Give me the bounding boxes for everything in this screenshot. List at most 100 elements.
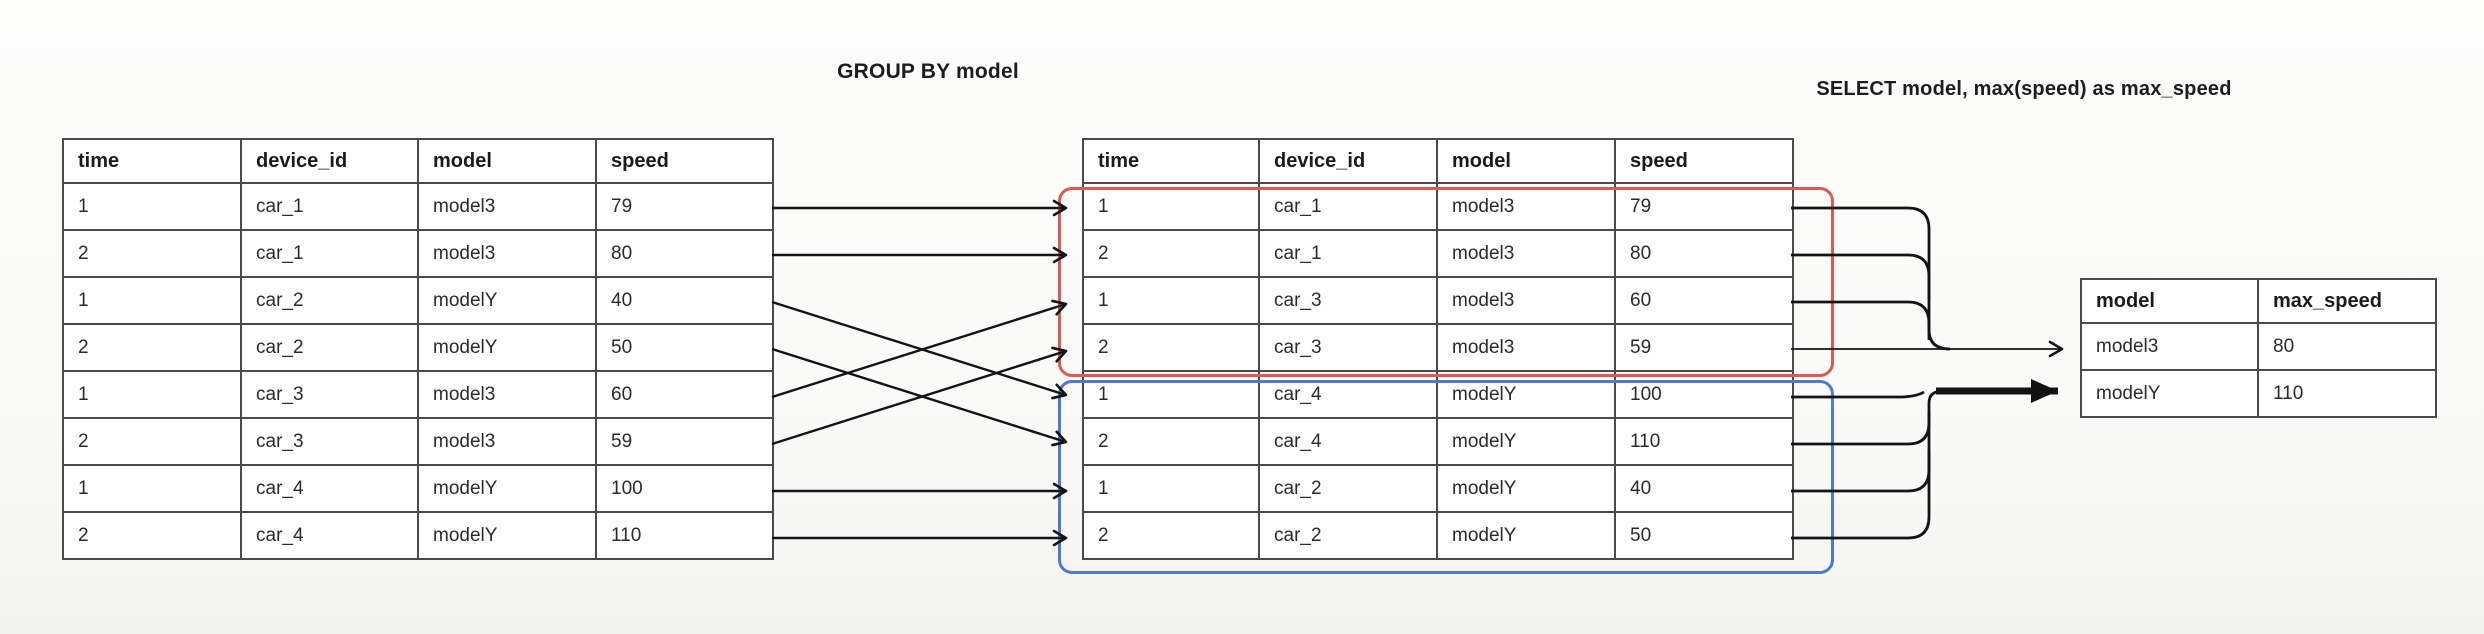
cell-speed: 100 (1614, 370, 1794, 419)
cell-time: 2 (62, 229, 242, 278)
cell-model: modelY (417, 276, 597, 325)
map-arrow-row4 (771, 347, 1068, 447)
cell-model: model3 (417, 370, 597, 419)
cell-speed: 100 (595, 464, 774, 513)
cell-speed: 60 (1614, 276, 1794, 325)
cell-speed: 59 (595, 417, 774, 466)
cell-device-id: car_3 (240, 417, 419, 466)
table-row: 1 car_2 modelY 40 (62, 276, 774, 325)
table-row: 1 car_3 model3 60 (1082, 276, 1794, 325)
cell-device-id: car_3 (1258, 323, 1438, 372)
column-header-speed: speed (595, 138, 774, 184)
cell-time: 1 (1082, 464, 1260, 513)
cell-device-id: car_1 (240, 229, 419, 278)
cell-device-id: car_4 (1258, 417, 1438, 466)
cell-time: 2 (1082, 511, 1260, 560)
table-row: 1 car_2 modelY 40 (1082, 464, 1794, 513)
table-row: 2 car_4 modelY 110 (62, 511, 774, 560)
cell-max-speed: 80 (2257, 322, 2437, 371)
cell-model: modelY (1436, 511, 1616, 560)
cell-device-id: car_2 (1258, 511, 1438, 560)
cell-model: model3 (1436, 276, 1616, 325)
cell-time: 1 (1082, 370, 1260, 419)
cell-time: 1 (62, 464, 242, 513)
cell-device-id: car_1 (1258, 182, 1438, 231)
cell-model: modelY (417, 323, 597, 372)
cell-device-id: car_2 (240, 276, 419, 325)
cell-time: 2 (1082, 229, 1260, 278)
column-header-device-id: device_id (1258, 138, 1438, 184)
map-arrow-row3 (771, 300, 1068, 400)
cell-model: model3 (417, 182, 597, 231)
cell-model: modelY (2080, 369, 2259, 418)
cell-model: model3 (417, 229, 597, 278)
cell-device-id: car_1 (240, 182, 419, 231)
cell-device-id: car_2 (1258, 464, 1438, 513)
column-header-speed: speed (1614, 138, 1794, 184)
cell-speed: 50 (1614, 511, 1794, 560)
cell-time: 2 (1082, 323, 1260, 372)
aggregate-connector-model3-row2 (1791, 253, 1931, 300)
aggregate-connector-model3-row1 (1791, 206, 1951, 351)
column-header-max-speed: max_speed (2257, 278, 2437, 324)
aggregate-connector-modelY-row5 (1791, 390, 1925, 399)
table-header-row: time device_id model speed (1082, 138, 1794, 184)
cell-device-id: car_3 (1258, 276, 1438, 325)
table-header-row: model max_speed (2080, 278, 2437, 324)
cell-time: 1 (1082, 182, 1260, 231)
table-row: model3 80 (2080, 322, 2437, 371)
cell-device-id: car_3 (240, 370, 419, 419)
cell-model: model3 (1436, 229, 1616, 278)
cell-model: model3 (1436, 182, 1616, 231)
column-header-time: time (1082, 138, 1260, 184)
source-table: time device_id model speed 1 car_1 model… (62, 138, 774, 560)
cell-time: 1 (1082, 276, 1260, 325)
cell-device-id: car_4 (240, 511, 419, 560)
cell-device-id: car_4 (1258, 370, 1438, 419)
cell-speed: 40 (1614, 464, 1794, 513)
table-row: 1 car_4 modelY 100 (62, 464, 774, 513)
cell-model: model3 (1436, 323, 1616, 372)
group-by-title: GROUP BY model (837, 60, 1019, 83)
table-row: 1 car_4 modelY 100 (1082, 370, 1794, 419)
table-row: 1 car_1 model3 79 (1082, 182, 1794, 231)
table-row: 2 car_1 model3 80 (62, 229, 774, 278)
cell-max-speed: 110 (2257, 369, 2437, 418)
result-table: model max_speed model3 80 modelY 110 (2080, 278, 2437, 418)
cell-speed: 110 (595, 511, 774, 560)
aggregate-connector-modelY-row8 (1791, 389, 1944, 540)
grouped-table: time device_id model speed 1 car_1 model… (1082, 138, 1794, 560)
column-header-device-id: device_id (240, 138, 419, 184)
cell-model: modelY (417, 464, 597, 513)
cell-device-id: car_1 (1258, 229, 1438, 278)
cell-time: 2 (62, 417, 242, 466)
cell-speed: 110 (1614, 417, 1794, 466)
cell-time: 1 (62, 276, 242, 325)
cell-speed: 50 (595, 323, 774, 372)
cell-model: modelY (1436, 370, 1616, 419)
table-row: 2 car_1 model3 80 (1082, 229, 1794, 278)
cell-speed: 59 (1614, 323, 1794, 372)
cell-speed: 80 (1614, 229, 1794, 278)
cell-device-id: car_2 (240, 323, 419, 372)
cell-model: modelY (1436, 464, 1616, 513)
cell-time: 1 (62, 370, 242, 419)
table-header-row: time device_id model speed (62, 138, 774, 184)
cell-speed: 79 (595, 182, 774, 231)
table-row: 2 car_2 modelY 50 (62, 323, 774, 372)
aggregate-connector-modelY-row7 (1791, 450, 1931, 493)
cell-model: model3 (417, 417, 597, 466)
aggregate-connector-model3-row3 (1791, 300, 1931, 340)
cell-model: modelY (1436, 417, 1616, 466)
table-row: 2 car_3 model3 59 (1082, 323, 1794, 372)
cell-device-id: car_4 (240, 464, 419, 513)
select-title: SELECT model, max(speed) as max_speed (1816, 78, 2232, 100)
cell-time: 1 (62, 182, 242, 231)
column-header-model: model (417, 138, 597, 184)
cell-speed: 40 (595, 276, 774, 325)
cell-time: 2 (1082, 417, 1260, 466)
cell-speed: 60 (595, 370, 774, 419)
cell-model: modelY (417, 511, 597, 560)
table-row: 2 car_2 modelY 50 (1082, 511, 1794, 560)
